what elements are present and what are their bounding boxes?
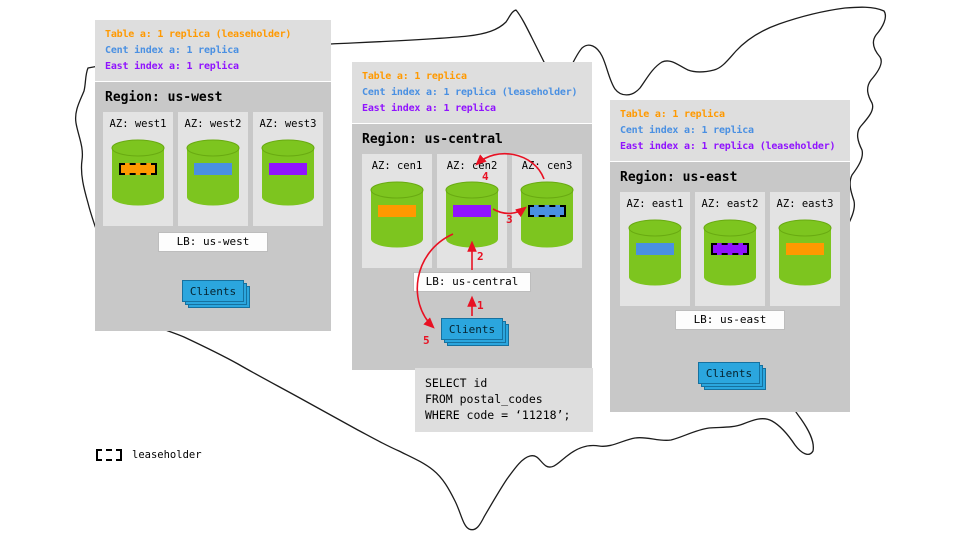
az-label: AZ: cen1 [371, 160, 423, 172]
az-box-east2: AZ: east2 [695, 192, 765, 306]
az-label: AZ: west1 [109, 118, 167, 130]
legend-line-east-index: East index a: 1 replica [362, 103, 496, 114]
replica-legend-us-central: Table a: 1 replica Cent index a: 1 repli… [352, 62, 592, 123]
database-cylinder-icon [520, 181, 574, 248]
database-node-west2 [186, 139, 240, 207]
replica-bar-leaseholder [711, 243, 749, 255]
region-panel-us-central: Region: us-central AZ: cen1 AZ: cen2 [352, 124, 592, 370]
flow-step-number-5: 5 [423, 334, 430, 347]
legend-line-east-index: East index a: 1 replica (leaseholder) [620, 141, 836, 152]
database-cylinder-icon [111, 139, 165, 206]
az-label: AZ: cen3 [521, 160, 573, 172]
replica-bar [453, 205, 491, 217]
az-box-cen3: AZ: cen3 [512, 154, 582, 268]
database-node-cen2 [445, 181, 499, 249]
database-cylinder-icon [778, 219, 832, 286]
flow-step-number-3: 3 [506, 213, 513, 226]
region-title-us-west: Region: us-west [105, 90, 223, 105]
database-node-west1 [111, 139, 165, 207]
az-box-west1: AZ: west1 [103, 112, 173, 226]
az-box-east1: AZ: east1 [620, 192, 690, 306]
database-cylinder-icon [703, 219, 757, 286]
legend-line-cent-index: Cent index a: 1 replica [105, 45, 239, 56]
clients-us-central: Clients [441, 318, 509, 346]
region-title-us-central: Region: us-central [362, 132, 503, 147]
az-label: AZ: east3 [776, 198, 834, 210]
region-panel-us-west: Region: us-west AZ: west1 AZ: west2 [95, 82, 331, 331]
legend-line-table: Table a: 1 replica (leaseholder) [105, 29, 292, 40]
replica-legend-us-east: Table a: 1 replica Cent index a: 1 repli… [610, 100, 850, 161]
az-box-cen2: AZ: cen2 [437, 154, 507, 268]
az-label: AZ: west2 [184, 118, 242, 130]
az-box-cen1: AZ: cen1 [362, 154, 432, 268]
region-title-us-east: Region: us-east [620, 170, 738, 185]
database-cylinder-icon [261, 139, 315, 206]
load-balancer-us-west: LB: us-west [158, 232, 268, 252]
replica-bar [378, 205, 416, 217]
database-node-cen3 [520, 181, 574, 249]
load-balancer-us-central: LB: us-central [413, 272, 531, 292]
az-label: AZ: east1 [626, 198, 684, 210]
database-cylinder-icon [445, 181, 499, 248]
legend-line-east-index: East index a: 1 replica [105, 61, 239, 72]
database-cylinder-icon [186, 139, 240, 206]
leaseholder-dashed-swatch-icon [96, 449, 122, 461]
sql-query-box: SELECT id FROM postal_codes WHERE code =… [415, 368, 593, 432]
database-node-east2 [703, 219, 757, 287]
clients-box: Clients [698, 362, 760, 384]
flow-step-number-2: 2 [477, 250, 484, 263]
clients-us-west: Clients [182, 280, 250, 308]
replica-bar [636, 243, 674, 255]
replica-bar [786, 243, 824, 255]
legend-line-cent-index: Cent index a: 1 replica (leaseholder) [362, 87, 578, 98]
load-balancer-us-east: LB: us-east [675, 310, 785, 330]
legend-line-table: Table a: 1 replica [362, 71, 467, 82]
legend-line-table: Table a: 1 replica [620, 109, 725, 120]
database-node-east3 [778, 219, 832, 287]
legend-line-cent-index: Cent index a: 1 replica [620, 125, 754, 136]
region-panel-us-east: Region: us-east AZ: east1 AZ: east2 [610, 162, 850, 412]
database-node-cen1 [370, 181, 424, 249]
leaseholder-key: leaseholder [96, 449, 202, 461]
clients-box: Clients [441, 318, 503, 340]
replica-bar-leaseholder [528, 205, 566, 217]
flow-step-number-1: 1 [477, 299, 484, 312]
clients-us-east: Clients [698, 362, 766, 390]
az-label: AZ: west3 [259, 118, 317, 130]
flow-step-number-4: 4 [482, 170, 489, 183]
az-box-east3: AZ: east3 [770, 192, 840, 306]
clients-box: Clients [182, 280, 244, 302]
sql-line: SELECT id [425, 376, 488, 390]
replica-bar [269, 163, 307, 175]
database-cylinder-icon [370, 181, 424, 248]
replica-bar-leaseholder [119, 163, 157, 175]
az-label: AZ: east2 [701, 198, 759, 210]
replica-legend-us-west: Table a: 1 replica (leaseholder) Cent in… [95, 20, 331, 81]
sql-line: WHERE code = ‘11218’; [425, 408, 571, 422]
database-node-west3 [261, 139, 315, 207]
leaseholder-key-label: leaseholder [132, 449, 202, 461]
az-label: AZ: cen2 [446, 160, 498, 172]
replica-bar [194, 163, 232, 175]
database-cylinder-icon [628, 219, 682, 286]
database-node-east1 [628, 219, 682, 287]
sql-line: FROM postal_codes [425, 392, 543, 406]
az-box-west2: AZ: west2 [178, 112, 248, 226]
az-box-west3: AZ: west3 [253, 112, 323, 226]
